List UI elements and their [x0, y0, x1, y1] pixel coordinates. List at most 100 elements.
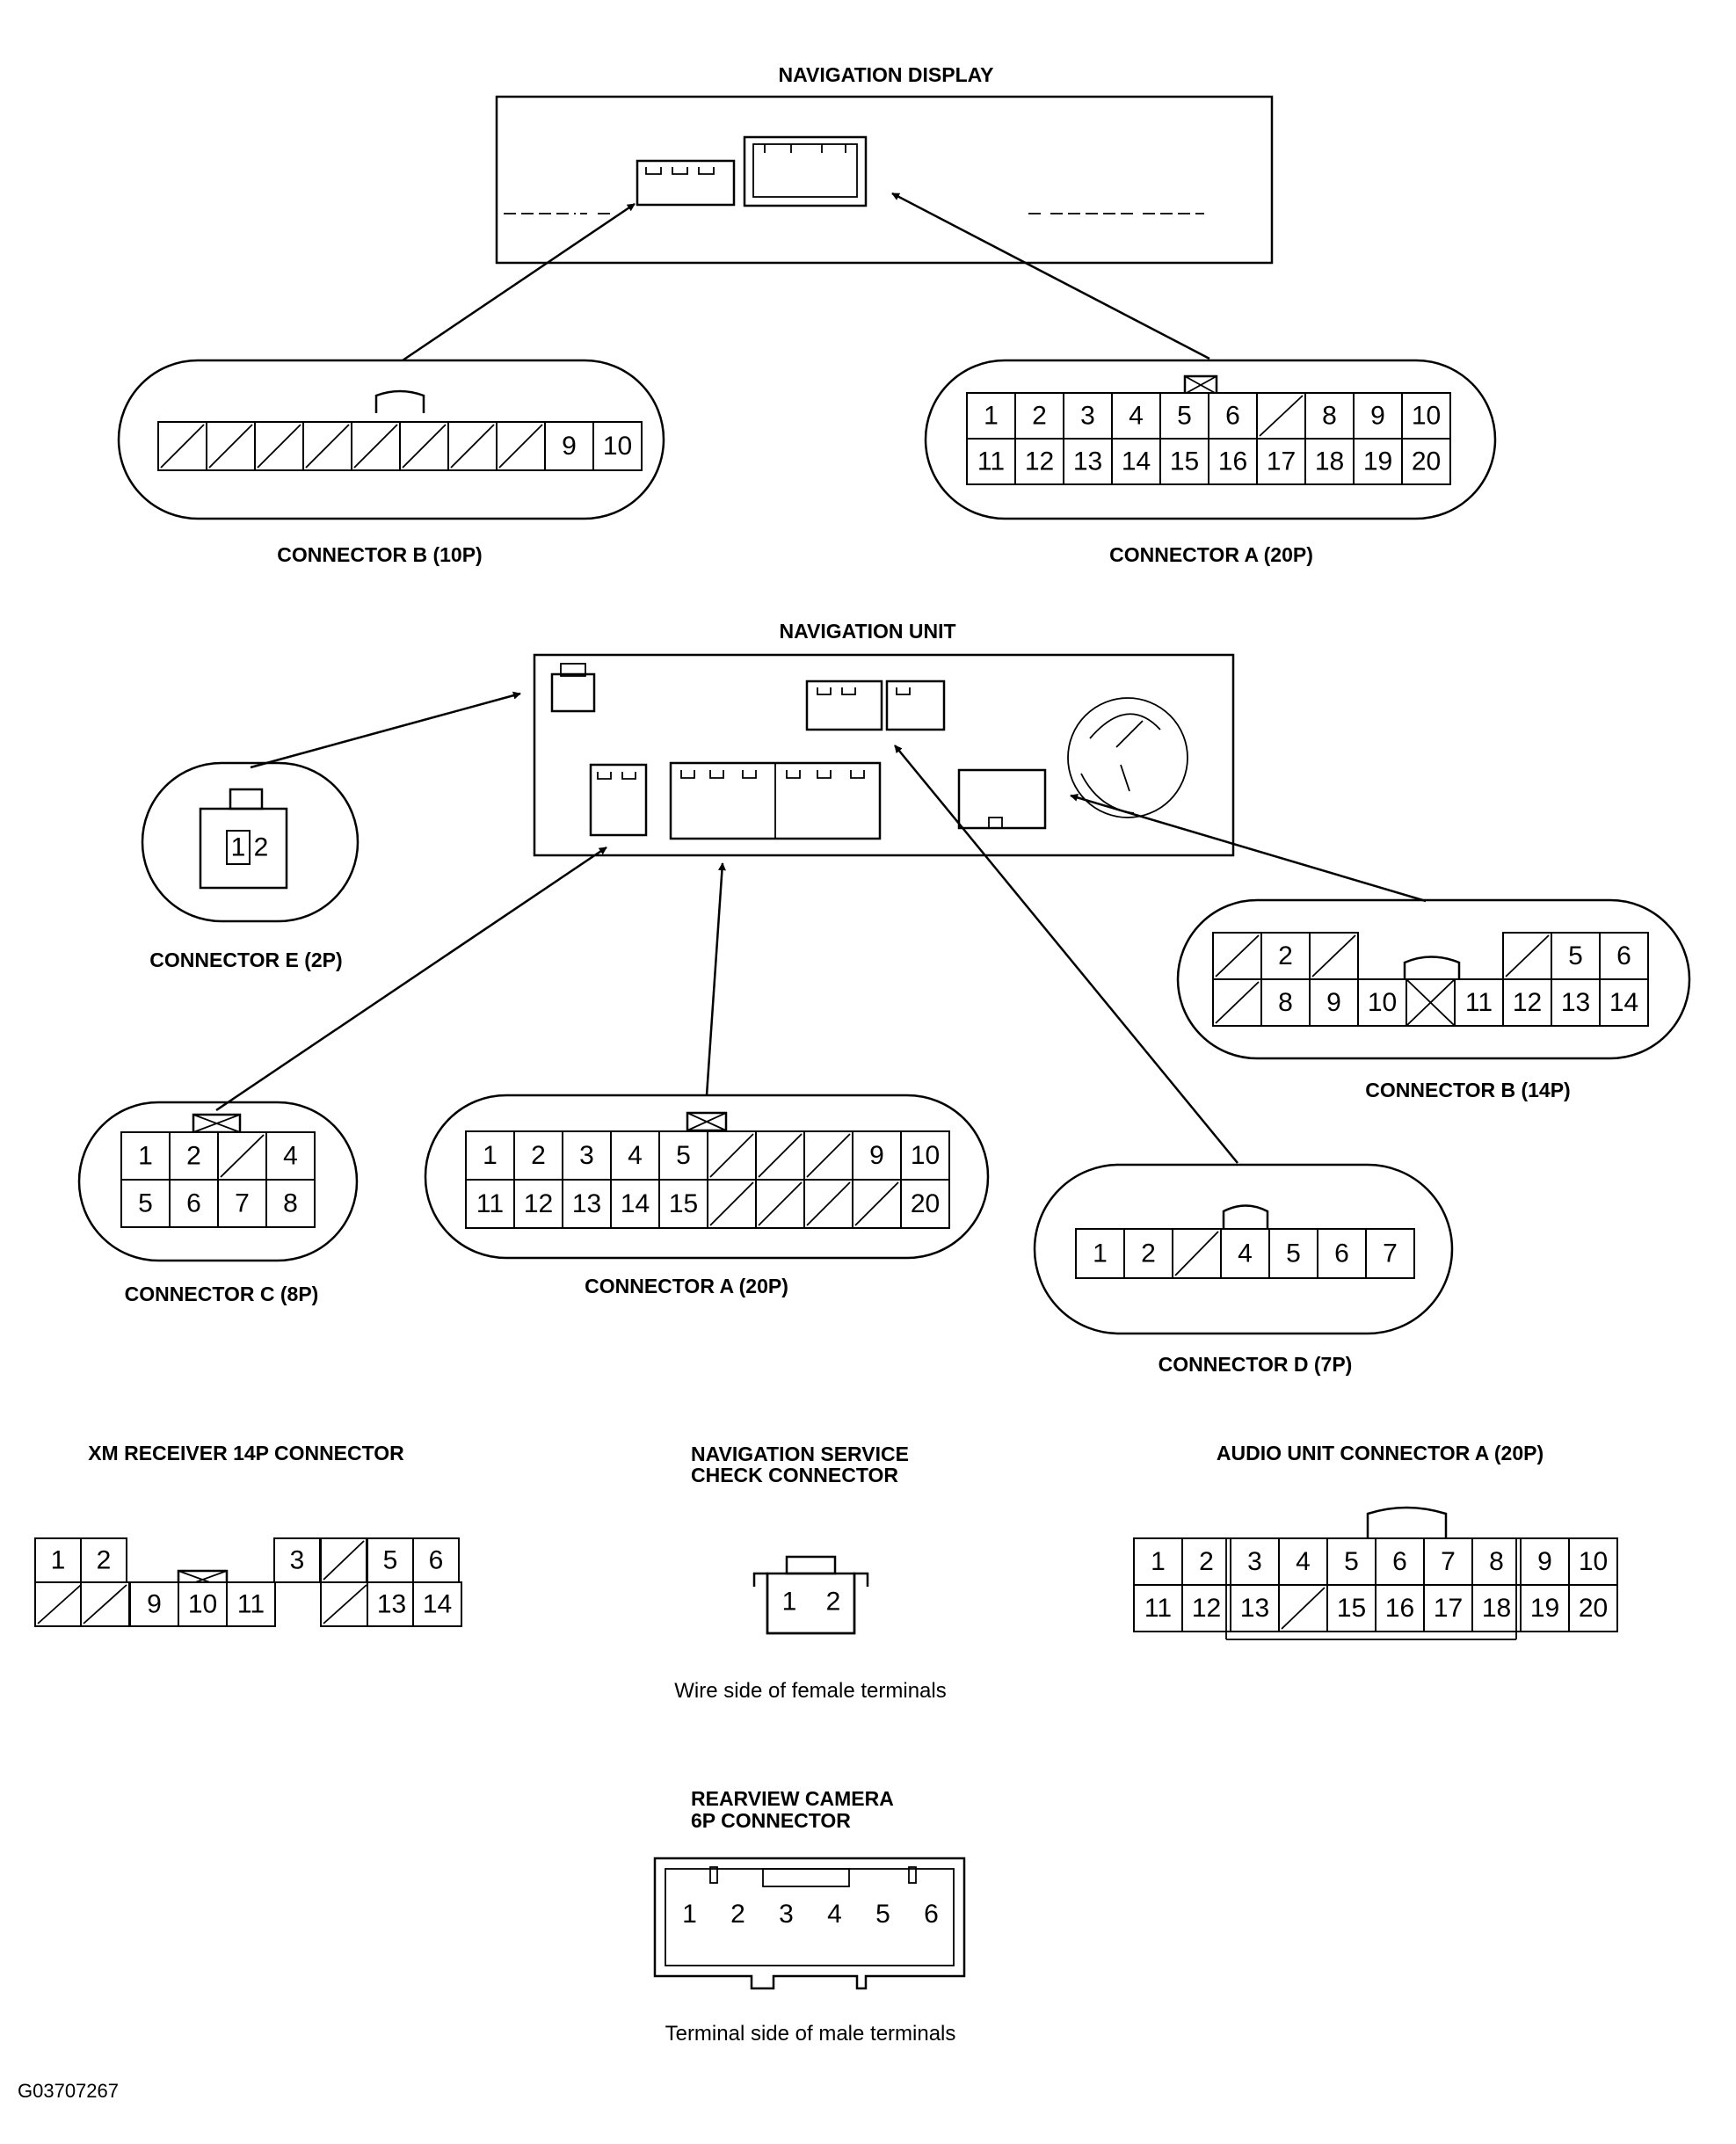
pin-number: 10	[1368, 988, 1397, 1017]
navigation-display-title: NAVIGATION DISPLAY	[779, 63, 994, 86]
pin-cell: 6	[412, 1537, 460, 1583]
pin-number: 1	[483, 1141, 498, 1170]
unit-connector-d-caption: CONNECTOR D (7P)	[1159, 1353, 1353, 1376]
pin-number: 16	[1218, 447, 1247, 476]
pin-cell: 2	[80, 1537, 127, 1583]
pin-cell: 12	[1502, 978, 1552, 1027]
navigation-unit-body	[533, 653, 1235, 857]
pin-number: 6	[1225, 402, 1240, 431]
pin-number: 10	[1579, 1547, 1608, 1576]
pin-number: 16	[1385, 1594, 1414, 1623]
pin-number: 4	[628, 1141, 643, 1170]
pin-number: 1	[1151, 1547, 1166, 1576]
pin-cell	[320, 1537, 367, 1583]
pin-cell: 9	[1353, 392, 1403, 440]
pin-cell: 16	[1375, 1584, 1425, 1632]
pin-cell: 9	[852, 1130, 902, 1181]
pin-number: 5	[1286, 1239, 1301, 1268]
pin-number: 12	[1192, 1594, 1221, 1623]
pin-cell: 2	[1014, 392, 1064, 440]
pin-cell	[803, 1179, 853, 1229]
pin-cell: 13	[1063, 438, 1113, 485]
pin-cell: 1	[1075, 1228, 1125, 1279]
pin-number: 4	[1296, 1547, 1311, 1576]
pin-cell: 8	[265, 1179, 316, 1228]
pin-cell	[1406, 978, 1456, 1027]
pin-number: 3	[779, 1900, 794, 1929]
pin-cell: 10	[900, 1130, 950, 1181]
pin-number: 9	[147, 1590, 162, 1619]
pin-number: 5	[138, 1189, 153, 1218]
pin-cell	[1309, 932, 1359, 980]
pin-cell	[1172, 1228, 1222, 1279]
pin-cell: 10	[592, 421, 643, 471]
pin-cell: 9	[1520, 1537, 1570, 1586]
pin-cell: 12	[1181, 1584, 1231, 1632]
pin-number: 14	[1609, 988, 1638, 1017]
pin-cell: 7	[1423, 1537, 1473, 1586]
pin-cell: 2	[1260, 932, 1311, 980]
pin-cell: 5	[120, 1179, 171, 1228]
pin-number: 1	[682, 1900, 697, 1929]
pin-cell	[1502, 932, 1552, 980]
pin-cell	[447, 421, 498, 471]
pin-number: 15	[1170, 447, 1199, 476]
pin-cell: 14	[610, 1179, 660, 1229]
pin-cell: 1	[34, 1537, 82, 1583]
pin-cell: 13	[562, 1179, 612, 1229]
pin-cell: 16	[1208, 438, 1258, 485]
pin-cell: 4	[265, 1131, 316, 1181]
pin-cell: 17	[1423, 1584, 1473, 1632]
pin-cell: 9	[1309, 978, 1359, 1027]
unit-connector-a-caption: CONNECTOR A (20P)	[585, 1275, 788, 1297]
pin-number: 1	[138, 1142, 153, 1171]
pin-cell: 18	[1304, 438, 1355, 485]
pin-number: 13	[1240, 1594, 1269, 1623]
pin-cell: 12	[513, 1179, 563, 1229]
pin-number: 19	[1363, 447, 1392, 476]
pin-number: 6	[924, 1900, 939, 1929]
pin-number: 10	[188, 1590, 217, 1619]
pin-cell: 3	[273, 1537, 321, 1583]
display-connector-b: 9 10	[117, 359, 665, 520]
pin-number: 8	[1322, 402, 1337, 431]
pin-cell: 10	[1401, 392, 1451, 440]
pin-cell: 12	[1014, 438, 1064, 485]
pin-number: 2	[254, 833, 269, 862]
pin-number: 1	[984, 402, 999, 431]
pin-cell: 13	[367, 1581, 417, 1627]
arrow-unit-c	[215, 846, 607, 1112]
pin-number: 6	[1334, 1239, 1349, 1268]
pin-number: 6	[1616, 941, 1631, 970]
pin-number: 19	[1530, 1594, 1559, 1623]
pin-cell: 8	[1260, 978, 1311, 1027]
arrow-display-b	[402, 202, 636, 362]
pin-cell: 8	[1471, 1537, 1522, 1586]
pin-cell: 10	[1357, 978, 1407, 1027]
pin-cell	[707, 1130, 757, 1181]
pin-cell: 4	[610, 1130, 660, 1181]
pin-cell: 3	[779, 1900, 794, 1929]
nav-service-title-line1: NAVIGATION SERVICE	[691, 1443, 909, 1465]
pin-cell	[1212, 978, 1262, 1027]
navigation-display-body	[495, 95, 1274, 265]
pin-number: 10	[603, 432, 632, 461]
pin-cell: 3	[1063, 392, 1113, 440]
pin-number: 13	[572, 1189, 601, 1218]
pin-cell: 1	[226, 830, 251, 865]
pin-number: 15	[669, 1189, 698, 1218]
pin-cell: 9	[544, 421, 594, 471]
pin-cell: 2	[826, 1588, 841, 1617]
pin-cell: 1	[465, 1130, 515, 1181]
pin-cell	[206, 421, 256, 471]
pin-number: 2	[826, 1588, 841, 1617]
figure-id: G03707267	[18, 2080, 119, 2102]
pin-number: 2	[1032, 402, 1047, 431]
pin-number: 14	[1122, 447, 1151, 476]
pin-cell: 19	[1520, 1584, 1570, 1632]
pin-cell: 1	[120, 1131, 171, 1181]
arrow-unit-d	[894, 745, 1238, 1164]
pin-number: 13	[377, 1590, 406, 1619]
